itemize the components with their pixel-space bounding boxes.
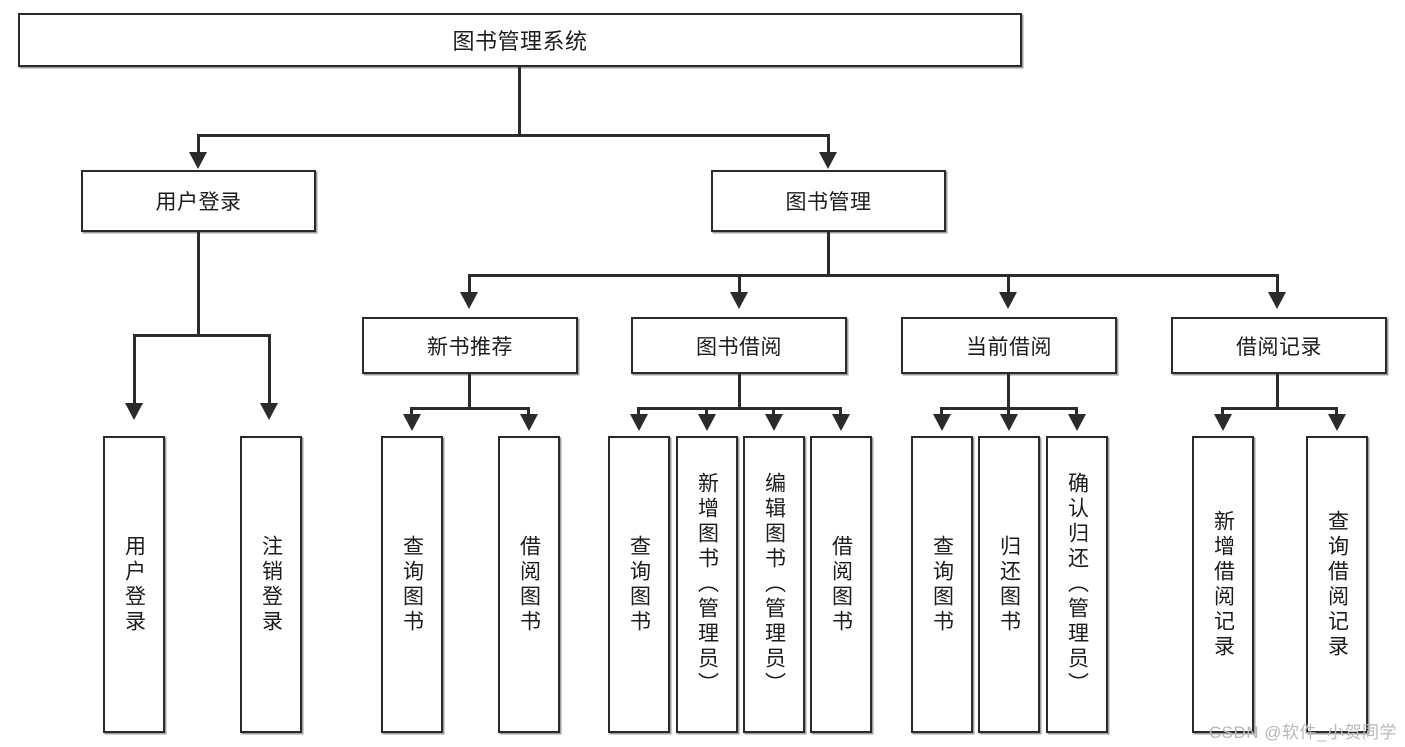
leaf-return-book[interactable]: 归还图书	[978, 436, 1040, 733]
connector-br-drop-1	[1221, 407, 1224, 417]
arrow-to-leaf-borrow-book-2	[832, 414, 850, 431]
node-label: 查询图书	[930, 534, 954, 635]
leaf-user-logout[interactable]: 注销登录	[240, 436, 302, 733]
arrow-to-leaf-user-logout	[260, 403, 278, 420]
connector-bb-drop-2	[705, 407, 708, 417]
connector-bb-spread	[637, 407, 842, 410]
connector-user-login-drop-1	[133, 334, 136, 406]
node-label: 新增借阅记录	[1211, 509, 1235, 660]
leaf-edit-book[interactable]: 编辑图书（管理员）	[743, 436, 805, 733]
connector-cb-drop-2	[1007, 407, 1010, 417]
connector-user-login-drop-2	[268, 334, 271, 406]
connector-nbr-stem	[468, 374, 471, 410]
node-label: 查询借阅记录	[1325, 509, 1349, 660]
node-label: 借阅图书	[829, 534, 853, 635]
connector-bb-drop-4	[839, 407, 842, 417]
node-label: 借阅记录	[1236, 335, 1322, 359]
node-label: 图书管理系统	[452, 29, 588, 54]
connector-cb-drop-1	[940, 407, 943, 417]
leaf-query-borrow-record[interactable]: 查询借阅记录	[1306, 436, 1368, 733]
connector-bb-drop-1	[637, 407, 640, 417]
arrow-to-book-management	[819, 152, 837, 169]
leaf-borrow-book-1[interactable]: 借阅图书	[498, 436, 560, 733]
leaf-user-login[interactable]: 用户登录	[103, 436, 165, 733]
connector-bm-drop-3	[1007, 274, 1010, 295]
connector-bm-drop-2	[738, 274, 741, 295]
arrow-to-user-login	[189, 152, 207, 169]
connector-br-spread	[1221, 407, 1338, 410]
node-label: 查询图书	[400, 534, 424, 635]
connector-nbr-drop-1	[410, 407, 413, 417]
node-label: 查询图书	[627, 534, 651, 635]
connector-bb-stem	[738, 374, 741, 410]
connector-br-stem	[1276, 374, 1279, 410]
leaf-borrow-book-2[interactable]: 借阅图书	[810, 436, 872, 733]
connector-bb-drop-3	[772, 407, 775, 417]
arrow-to-leaf-confirm-return	[1068, 414, 1086, 431]
node-label: 当前借阅	[966, 335, 1052, 359]
node-current-borrow[interactable]: 当前借阅	[901, 317, 1117, 374]
connector-bm-drop-4	[1276, 274, 1279, 295]
leaf-add-borrow-record[interactable]: 新增借阅记录	[1192, 436, 1254, 733]
connector-user-login-stem	[197, 232, 200, 336]
node-label: 新书推荐	[427, 335, 513, 359]
connector-nbr-drop-2	[527, 407, 530, 417]
node-label: 注销登录	[259, 534, 283, 635]
node-label: 编辑图书（管理员）	[762, 472, 786, 697]
node-borrow-record[interactable]: 借阅记录	[1171, 317, 1387, 374]
connector-root-spread	[197, 134, 830, 137]
node-label: 用户登录	[155, 191, 242, 214]
connector-root-to-user-login	[197, 134, 200, 155]
connector-cb-stem	[1007, 374, 1010, 410]
connector-root-to-book-management	[827, 134, 830, 155]
arrow-to-new-book-recommend	[460, 292, 478, 309]
connector-nbr-spread	[410, 407, 530, 410]
csdn-watermark: CSDN @软件_小贺同学	[1208, 723, 1397, 742]
connector-bm-drop-1	[468, 274, 471, 295]
connector-br-drop-2	[1335, 407, 1338, 417]
connector-user-login-spread	[133, 334, 271, 337]
arrow-to-leaf-query-book-3	[933, 414, 951, 431]
arrow-to-leaf-borrow-book-1	[520, 414, 538, 431]
arrow-to-leaf-edit-book	[765, 414, 783, 431]
node-label: 图书借阅	[696, 335, 782, 359]
node-label: 归还图书	[997, 534, 1021, 635]
node-new-book-recommend[interactable]: 新书推荐	[362, 317, 578, 374]
arrow-to-leaf-query-borrow-record	[1328, 414, 1346, 431]
arrow-to-book-borrow	[730, 292, 748, 309]
arrow-to-borrow-record	[1268, 292, 1286, 309]
arrow-to-leaf-query-book-1	[403, 414, 421, 431]
arrow-to-leaf-add-book	[698, 414, 716, 431]
leaf-query-book-1[interactable]: 查询图书	[381, 436, 443, 733]
node-label: 新增图书（管理员）	[695, 472, 719, 697]
connector-book-management-spread	[468, 274, 1279, 277]
node-book-borrow[interactable]: 图书借阅	[631, 317, 847, 374]
arrow-to-current-borrow	[999, 292, 1017, 309]
leaf-query-book-3[interactable]: 查询图书	[911, 436, 973, 733]
node-book-management[interactable]: 图书管理	[711, 170, 946, 232]
node-book-management-system[interactable]: 图书管理系统	[18, 13, 1022, 67]
node-label: 确认归还（管理员）	[1065, 472, 1089, 697]
node-label: 借阅图书	[517, 534, 541, 635]
connector-cb-drop-3	[1075, 407, 1078, 417]
node-user-login[interactable]: 用户登录	[81, 170, 316, 232]
connector-book-management-stem	[827, 232, 830, 276]
arrow-to-leaf-user-login	[125, 403, 143, 420]
leaf-add-book[interactable]: 新增图书（管理员）	[676, 436, 738, 733]
arrow-to-leaf-add-borrow-record	[1214, 414, 1232, 431]
arrow-to-leaf-return-book	[1000, 414, 1018, 431]
arrow-to-leaf-query-book-2	[630, 414, 648, 431]
leaf-query-book-2[interactable]: 查询图书	[608, 436, 670, 733]
node-label: 用户登录	[122, 534, 146, 635]
connector-root-stem	[518, 67, 521, 136]
leaf-confirm-return[interactable]: 确认归还（管理员）	[1046, 436, 1108, 733]
node-label: 图书管理	[785, 191, 872, 214]
